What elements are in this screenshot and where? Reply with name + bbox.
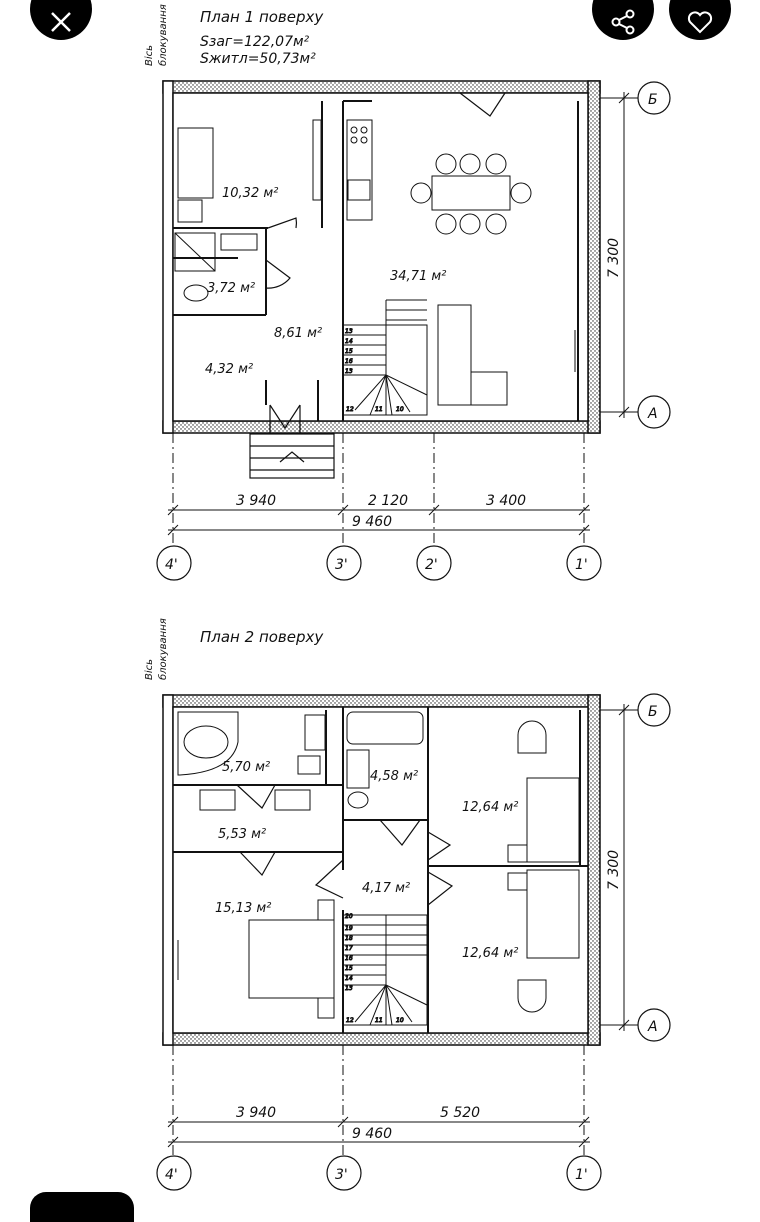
stair-num: 19: [345, 925, 353, 932]
room-area: 8,61 м²: [274, 326, 322, 341]
row-axis-label: Б: [648, 92, 658, 108]
room-area: 34,71 м²: [390, 269, 446, 284]
stair-num: 14: [345, 338, 353, 345]
stair-num: 18: [345, 935, 353, 942]
dim-segment: 3 940: [236, 493, 276, 509]
room-area: 4,17 м²: [362, 881, 410, 896]
column-axis-label: 1': [575, 1167, 588, 1183]
stair-num: 13: [345, 368, 353, 375]
room-area: 10,32 м²: [222, 186, 278, 201]
sofa-living: [437, 304, 472, 406]
bottom-action-bar[interactable]: [30, 1192, 134, 1222]
floor1-dim-vertical: 7 300: [606, 238, 622, 278]
floor2-outer-walls: [162, 694, 601, 1046]
floor1-outer-walls: [162, 80, 601, 434]
dim-segment: 2 120: [368, 493, 408, 509]
dim-segment: 3 400: [486, 493, 526, 509]
floor2-doors: [236, 784, 454, 906]
share-icon: [611, 9, 635, 35]
floor1-furniture: [174, 119, 576, 406]
room-area: 15,13 м²: [215, 901, 271, 916]
single-bed: [526, 869, 580, 959]
column-axis-label: 1': [575, 557, 588, 573]
room-area: 12,64 м²: [462, 946, 518, 961]
floor2-plan: План 2 поверху Вісь блокування: [143, 618, 671, 1191]
stair-num: 10: [396, 406, 404, 413]
row-axis-label: А: [647, 1019, 658, 1035]
floor2-title: План 2 поверху: [200, 628, 324, 646]
dim-total: 9 460: [352, 1126, 392, 1142]
floor1-area-living: Sжитл=50,73м²: [200, 51, 316, 67]
room-area: 3,72 м²: [207, 281, 255, 296]
corner-bathtub: [177, 711, 239, 776]
stair-num: 10: [396, 1017, 404, 1024]
floor1-partitions: [173, 100, 579, 421]
floor1-plan: План 1 поверху Sзаг=122,07м² Sжитл=50,73…: [143, 4, 671, 581]
close-icon: [51, 12, 71, 32]
dim-segment: 5 520: [440, 1105, 480, 1121]
room-area: 12,64 м²: [462, 800, 518, 815]
floor2-furniture: [177, 711, 580, 1019]
column-axis-label: 4': [165, 1167, 178, 1183]
stair-num: 12: [346, 406, 354, 413]
stair-num: 20: [345, 913, 353, 920]
column-axis-label: 4': [165, 557, 178, 573]
dining-table: [431, 175, 511, 211]
floor1-doors: [265, 92, 506, 433]
floor2-axis-label-1: Вісь: [143, 659, 155, 680]
shower-cabin: [174, 232, 216, 272]
column-axis-label: 2': [425, 557, 438, 573]
floor1-stair: 13 14 15 16 13 12 11 10: [342, 299, 428, 416]
floor1-vertical-dimension: [600, 92, 638, 418]
floor2-dim-vertical: 7 300: [606, 850, 622, 890]
stair-num: 16: [345, 358, 353, 365]
stair-num: 11: [375, 406, 383, 413]
room-area: 5,70 м²: [222, 760, 270, 775]
room-area: 4,58 м²: [370, 769, 418, 784]
stair-num: 16: [345, 955, 353, 962]
stair-num: 15: [345, 965, 353, 972]
double-bed: [248, 919, 335, 999]
column-axis-label: 3': [335, 1167, 348, 1183]
sofa-floor1-room1: [177, 127, 214, 199]
toilet: [183, 284, 209, 302]
room-area: 4,32 м²: [205, 362, 253, 377]
room-area: 5,53 м²: [218, 827, 266, 842]
floor1-area-total: Sзаг=122,07м²: [200, 34, 310, 50]
row-axis-label: А: [647, 406, 658, 422]
stair-num: 13: [345, 985, 353, 992]
row-axis-label: Б: [648, 704, 658, 720]
stair-num: 11: [375, 1017, 383, 1024]
stair-num: 17: [345, 945, 353, 952]
dim-total: 9 460: [352, 514, 392, 530]
dim-segment: 3 940: [236, 1105, 276, 1121]
floor2-horizontal-dimensions: [172, 1045, 585, 1155]
floor1-entrance-steps: [249, 433, 335, 479]
floor2-stair: 20 19 18 17 16 15 14 13 12 11 10: [342, 913, 428, 1026]
stair-num: 12: [346, 1017, 354, 1024]
heart-icon: [687, 11, 713, 34]
single-bed: [526, 777, 580, 863]
column-axis-label: 3': [335, 557, 348, 573]
floor2-vertical-dimension: [600, 704, 638, 1031]
floor1-axis-label-1: Вісь: [143, 45, 155, 66]
floor1-horizontal-dimensions: [172, 433, 585, 545]
stair-num: 14: [345, 975, 353, 982]
stair-num: 15: [345, 348, 353, 355]
floor1-axis-label-2: блокування: [157, 4, 169, 66]
bathtub: [346, 711, 424, 745]
stair-num: 13: [345, 328, 353, 335]
floor1-title: План 1 поверху: [200, 8, 324, 26]
floor2-axis-label-2: блокування: [157, 618, 169, 680]
